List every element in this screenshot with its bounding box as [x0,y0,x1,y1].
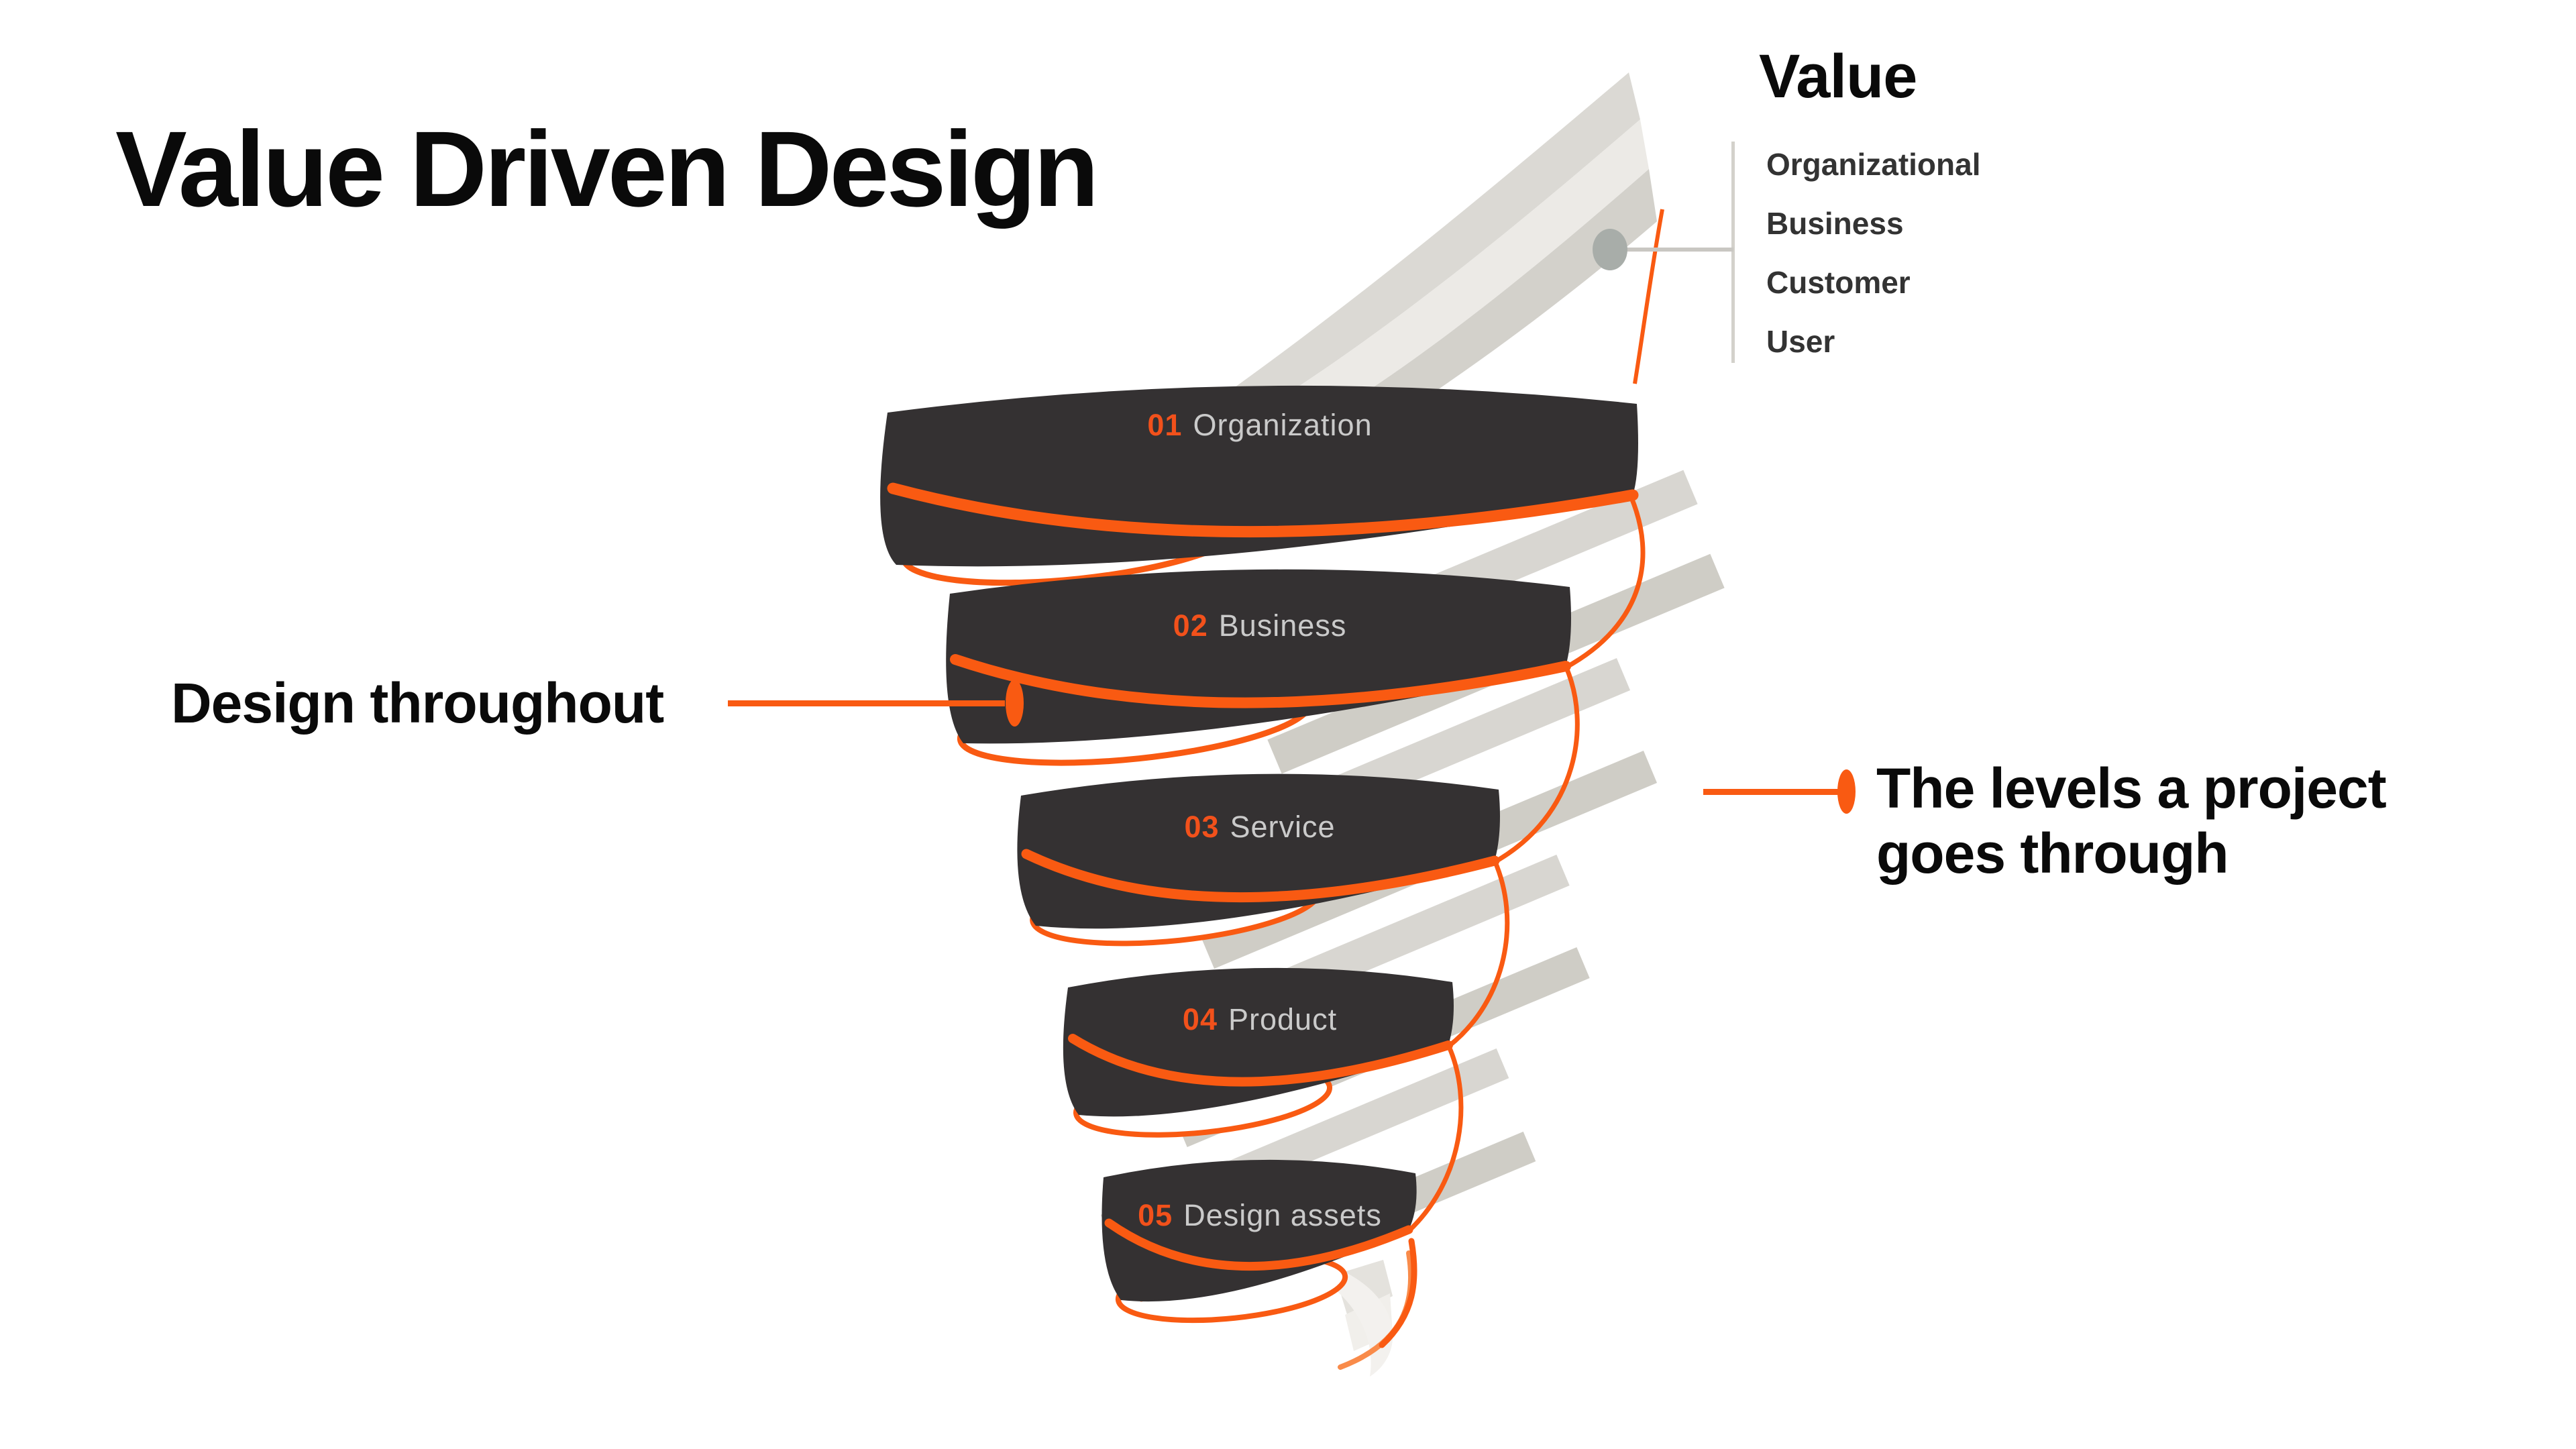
callout-right-line [1703,789,1838,795]
band-rim [950,654,1571,708]
funnel-band-5 [1102,1159,1417,1324]
callout-levels-line2: goes through [1876,822,2229,885]
callout-left-dot [1006,680,1024,727]
value-connector-line [1610,248,1733,252]
callout-right-dot [1837,769,1856,814]
ribbon-bottom-tail [1327,1238,1417,1377]
band-label-design-assets: 05 Design assets [891,1193,1629,1238]
funnel-band-1 [880,385,1639,586]
callout-design-throughout: Design throughout [171,672,664,735]
value-connector-dot [1593,229,1627,270]
band-label-organization: 01 Organization [891,403,1629,447]
band-label-service: 03 Service [891,805,1629,849]
band-label-text: Product [1228,1002,1338,1036]
callout-levels-line1: The levels a project [1876,757,2387,820]
funnel-band-4 [1063,967,1454,1138]
callout-levels-text: The levels a project goes through [1876,756,2387,886]
ribbon-top-sweep [1228,72,1664,456]
value-panel-divider [1731,142,1735,363]
spiral-right-hooks [1406,495,1646,1234]
value-list-item: Organizational [1766,147,1981,182]
band-body [1063,967,1454,1117]
band-number: 02 [1173,608,1208,643]
band-label-text: Design assets [1183,1198,1382,1232]
band-number: 01 [1147,408,1183,442]
band-label-text: Service [1230,810,1336,844]
value-list: Organizational Business Customer User [1766,147,1980,383]
band-rim [1068,1034,1453,1087]
band-number: 05 [1138,1198,1173,1232]
band-number: 04 [1182,1002,1218,1036]
band-label-text: Business [1218,608,1347,643]
band-rim [1021,849,1500,903]
value-list-item: Business [1766,206,1904,241]
callout-left-line [728,700,1005,706]
ribbon-orange-edge [1633,209,1664,384]
band-rim [887,482,1639,538]
page-title: Value Driven Design [115,109,1099,229]
band-rim [1104,1218,1413,1271]
band-label-text: Organization [1193,408,1373,442]
band-body [1102,1159,1417,1302]
band-label-business: 02 Business [891,604,1629,648]
value-list-item: User [1766,324,1835,359]
funnel-band-3 [1017,773,1500,947]
band-label-product: 04 Product [891,998,1629,1042]
value-panel-heading: Value [1759,42,1917,111]
band-number: 03 [1184,810,1220,844]
band-body [1017,773,1500,929]
band-body [946,569,1571,744]
value-list-item: Customer [1766,265,1911,300]
